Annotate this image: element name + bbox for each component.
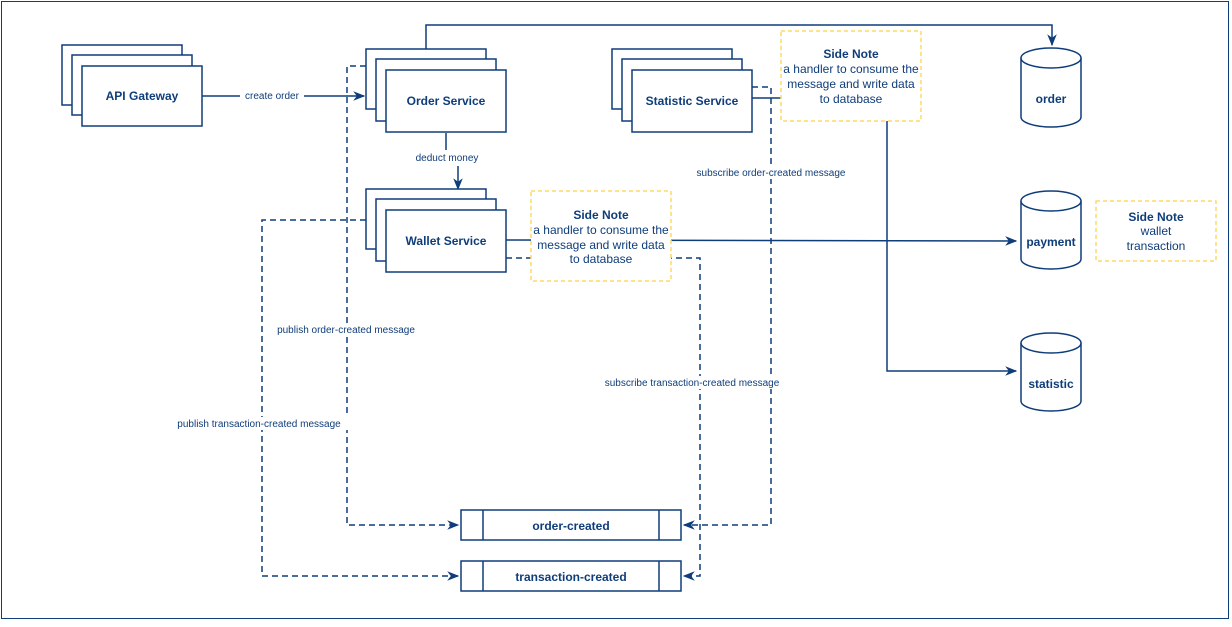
- label-publish-transaction-created: publish transaction-created message: [177, 419, 341, 430]
- side-note-wallet-title: Side Note: [573, 208, 629, 222]
- side-note-payment: [1095, 200, 1217, 262]
- side-note-statistic-line-3: to database: [820, 92, 883, 106]
- order-db-cylinder[interactable]: [1020, 47, 1082, 128]
- side-note-payment-line-2: transaction: [1127, 239, 1186, 253]
- statistic-service-label: Statistic Service: [646, 94, 739, 108]
- api-gateway-label: API Gateway: [106, 89, 179, 103]
- statistic-db-cylinder[interactable]: [1020, 332, 1082, 412]
- statistic-service-stack[interactable]: [611, 48, 753, 133]
- label-publish-order-created: publish order-created message: [277, 325, 415, 336]
- side-note-payment-title: Side Note: [1128, 210, 1184, 224]
- order-created-queue-label: order-created: [532, 519, 609, 533]
- side-note-statistic: [780, 30, 922, 122]
- edge-labels: create order deduct money subscribe orde…: [168, 89, 856, 430]
- edge-order-to-order-db: [425, 24, 1057, 49]
- dashed-connectors: [261, 65, 772, 581]
- side-note-wallet-line-3: to database: [570, 252, 633, 266]
- label-create-order: create order: [245, 91, 300, 102]
- wallet-service-label: Wallet Service: [406, 234, 487, 248]
- side-note-wallet-line-1: a handler to consume the: [533, 223, 669, 237]
- transaction-created-queue-label: transaction-created: [515, 570, 626, 584]
- side-note-statistic-title: Side Note: [823, 47, 879, 61]
- edge-publish-transaction-created: [261, 219, 460, 581]
- statistic-db-label: statistic: [1028, 377, 1074, 391]
- label-subscribe-order-created: subscribe order-created message: [697, 168, 846, 179]
- transaction-created-queue[interactable]: [460, 560, 682, 592]
- order-service-stack[interactable]: [365, 48, 507, 133]
- label-subscribe-transaction-created: subscribe transaction-created message: [605, 378, 780, 389]
- edge-subscribe-transaction-created: [506, 257, 701, 581]
- side-note-wallet: [530, 190, 672, 282]
- side-note-wallet-line-2: message and write data: [537, 238, 665, 252]
- side-note-statistic-line-2: message and write data: [787, 77, 915, 91]
- label-deduct-money: deduct money: [416, 153, 479, 164]
- order-service-label: Order Service: [407, 94, 486, 108]
- side-note-statistic-line-1: a handler to consume the: [783, 62, 919, 76]
- side-note-payment-line-1: wallet: [1140, 224, 1172, 238]
- payment-db-label: payment: [1026, 235, 1075, 249]
- edge-publish-order-created: [346, 65, 460, 530]
- wallet-service-stack[interactable]: [365, 188, 507, 273]
- payment-db-cylinder[interactable]: [1020, 190, 1082, 270]
- edge-subscribe-order-created: [682, 86, 772, 530]
- order-db-label: order: [1036, 92, 1067, 106]
- api-gateway-stack[interactable]: [61, 44, 203, 127]
- edge-statistic-to-statistic-db: [752, 97, 1018, 376]
- order-created-queue[interactable]: [460, 509, 682, 541]
